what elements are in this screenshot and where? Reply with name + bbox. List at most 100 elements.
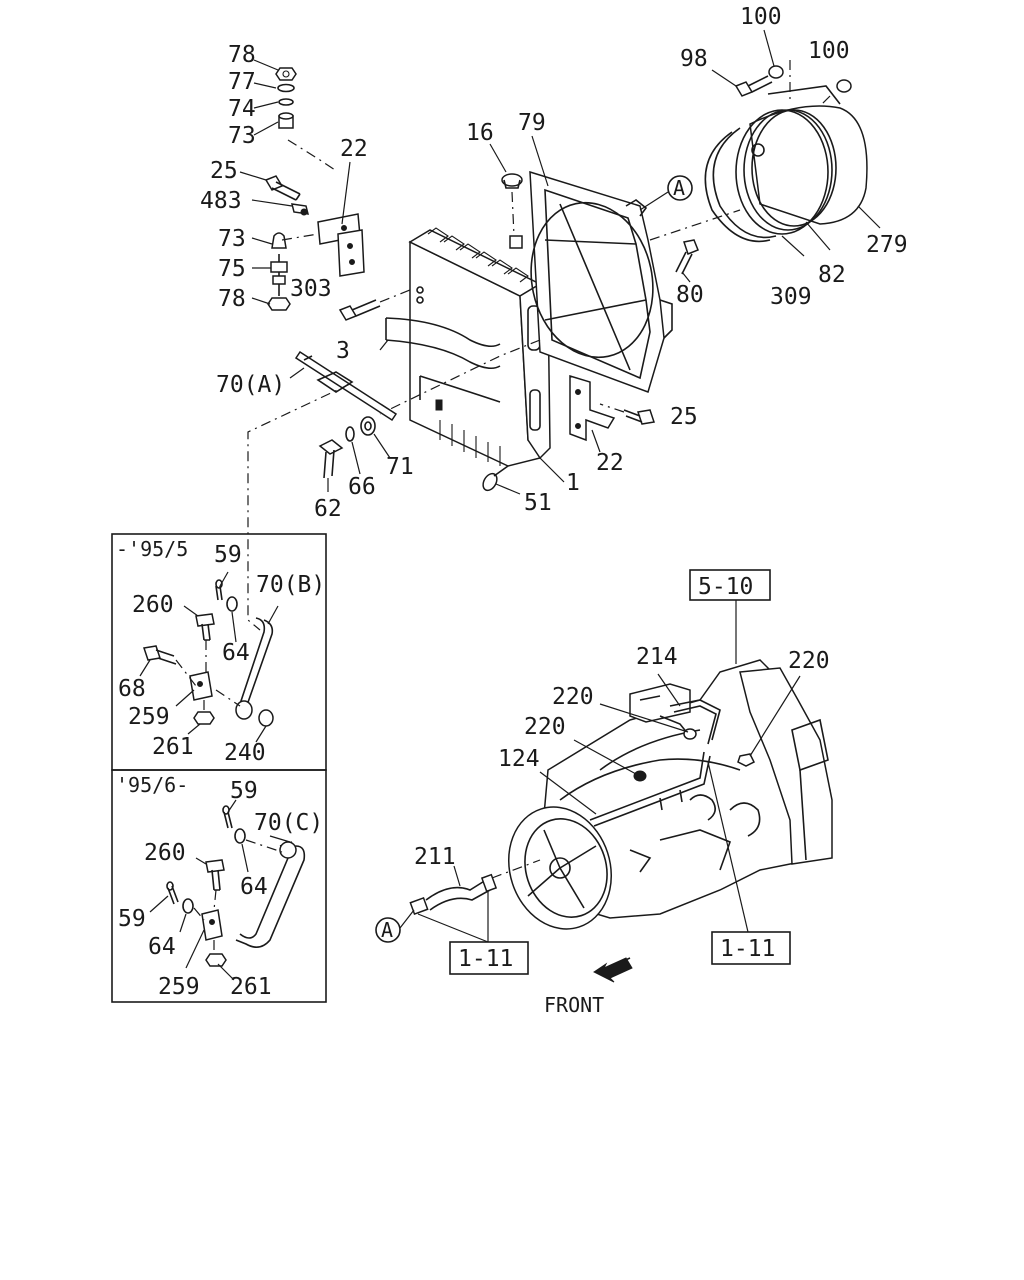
bolt-80 [675, 239, 699, 275]
callout-a-upper [667, 175, 693, 201]
label-279: 279 [866, 232, 908, 258]
part-labels: 78 77 74 73 22 25 483 73 75 78 303 3 70(… [116, 4, 908, 1017]
top-stud-fasteners [275, 67, 297, 129]
box2-label-64-upper: 64 [240, 874, 268, 900]
label-78-top: 78 [228, 42, 256, 68]
box1-label-70b: 70(B) [256, 572, 325, 598]
stay-route-line [247, 383, 351, 631]
bracket-22-lower [569, 374, 616, 442]
box1-label-240: 240 [224, 740, 266, 766]
box1-title: -'95/5 [116, 537, 188, 561]
ref-label-1-11-left: 1-11 [458, 946, 513, 972]
ref-box-1-11-right [711, 931, 791, 965]
box1-parts [143, 579, 274, 727]
label-62: 62 [314, 496, 342, 522]
front-arrow-icon [593, 957, 633, 983]
label-a-lower: A [381, 918, 393, 942]
bolt-303-line [379, 289, 411, 303]
ref-box-1-11-left [449, 941, 529, 975]
bolt-25-lower [623, 409, 655, 425]
box1-alignment-lines [175, 640, 241, 712]
label-73-top: 73 [228, 123, 256, 149]
washer-71 [360, 416, 376, 436]
label-80: 80 [676, 282, 704, 308]
box2-title: '95/6- [116, 773, 188, 797]
ref-label-5-10: 5-10 [698, 574, 753, 600]
label-1: 1 [566, 470, 580, 496]
label-73-side: 73 [218, 226, 246, 252]
label-303: 303 [290, 276, 332, 302]
label-75: 75 [218, 256, 246, 282]
label-124: 124 [498, 746, 540, 772]
label-483: 483 [200, 188, 242, 214]
bolt-303 [338, 299, 381, 321]
seal-309 [704, 127, 777, 243]
label-309: 309 [770, 284, 812, 310]
label-22-lower: 22 [596, 450, 624, 476]
box2-label-59-upper: 59 [230, 778, 258, 804]
top-stack-leaders [253, 59, 279, 136]
label-100-left: 100 [740, 4, 782, 30]
box2-label-261: 261 [230, 974, 272, 1000]
label-51: 51 [524, 490, 552, 516]
variant-box-late [111, 769, 327, 1003]
label-211: 211 [414, 844, 456, 870]
label-25-lower: 25 [670, 404, 698, 430]
clip-483 [291, 203, 309, 216]
box1-label-261: 261 [152, 734, 194, 760]
box2-leaders [149, 799, 291, 981]
washer-66 [345, 426, 355, 442]
label-78-side: 78 [218, 286, 246, 312]
box2-label-259: 259 [158, 974, 200, 1000]
box2-label-59-lower: 59 [118, 906, 146, 932]
variant-box-early [111, 533, 327, 771]
box1-label-259: 259 [128, 704, 170, 730]
ref-label-1-11-right: 1-11 [720, 936, 775, 962]
ref-box-5-10 [689, 569, 771, 601]
label-25-upper: 25 [210, 158, 238, 184]
fan-ring-82 [735, 85, 868, 235]
box1-label-64: 64 [222, 640, 250, 666]
nut-100-right [836, 79, 852, 93]
box1-label-68: 68 [118, 676, 146, 702]
callout-a-lower [375, 917, 401, 943]
nut-100-right-line [821, 95, 831, 105]
bolt-62 [318, 439, 344, 479]
label-77: 77 [228, 69, 256, 95]
cap-alignment-line [511, 191, 515, 237]
side-stud-stack [267, 232, 291, 311]
bracket-22-upper [317, 213, 365, 277]
label-a-upper: A [673, 176, 685, 200]
front-label: FRONT [544, 993, 604, 1017]
label-71: 71 [386, 454, 414, 480]
stud-alignment-line [287, 139, 336, 171]
label-16: 16 [466, 120, 494, 146]
box2-label-64-lower: 64 [148, 934, 176, 960]
box1-label-59: 59 [214, 542, 242, 568]
label-82: 82 [818, 262, 846, 288]
nut-100-left [768, 65, 784, 79]
engine-assembly [409, 659, 833, 930]
box2-label-260: 260 [144, 840, 186, 866]
label-220-left: 220 [524, 714, 566, 740]
label-22-upper: 22 [340, 136, 368, 162]
radiator-core [385, 227, 551, 467]
bolt-25-lower-line [599, 403, 625, 413]
shroud-ring-line [649, 209, 741, 241]
box2-parts [166, 805, 306, 967]
label-98: 98 [680, 46, 708, 72]
bolt-25-upper [264, 175, 301, 201]
hose-route-line-lower [491, 859, 541, 879]
label-70a: 70(A) [216, 372, 285, 398]
bolt-98 [734, 75, 773, 97]
engine-leaders [399, 600, 801, 943]
drain-plug-51 [482, 465, 509, 492]
label-220-right: 220 [788, 648, 830, 674]
radiator-cap-16 [501, 173, 523, 189]
label-220-mid: 220 [552, 684, 594, 710]
box1-leaders [139, 571, 279, 743]
label-3: 3 [336, 338, 350, 364]
label-214: 214 [636, 644, 678, 670]
label-74: 74 [228, 96, 256, 122]
